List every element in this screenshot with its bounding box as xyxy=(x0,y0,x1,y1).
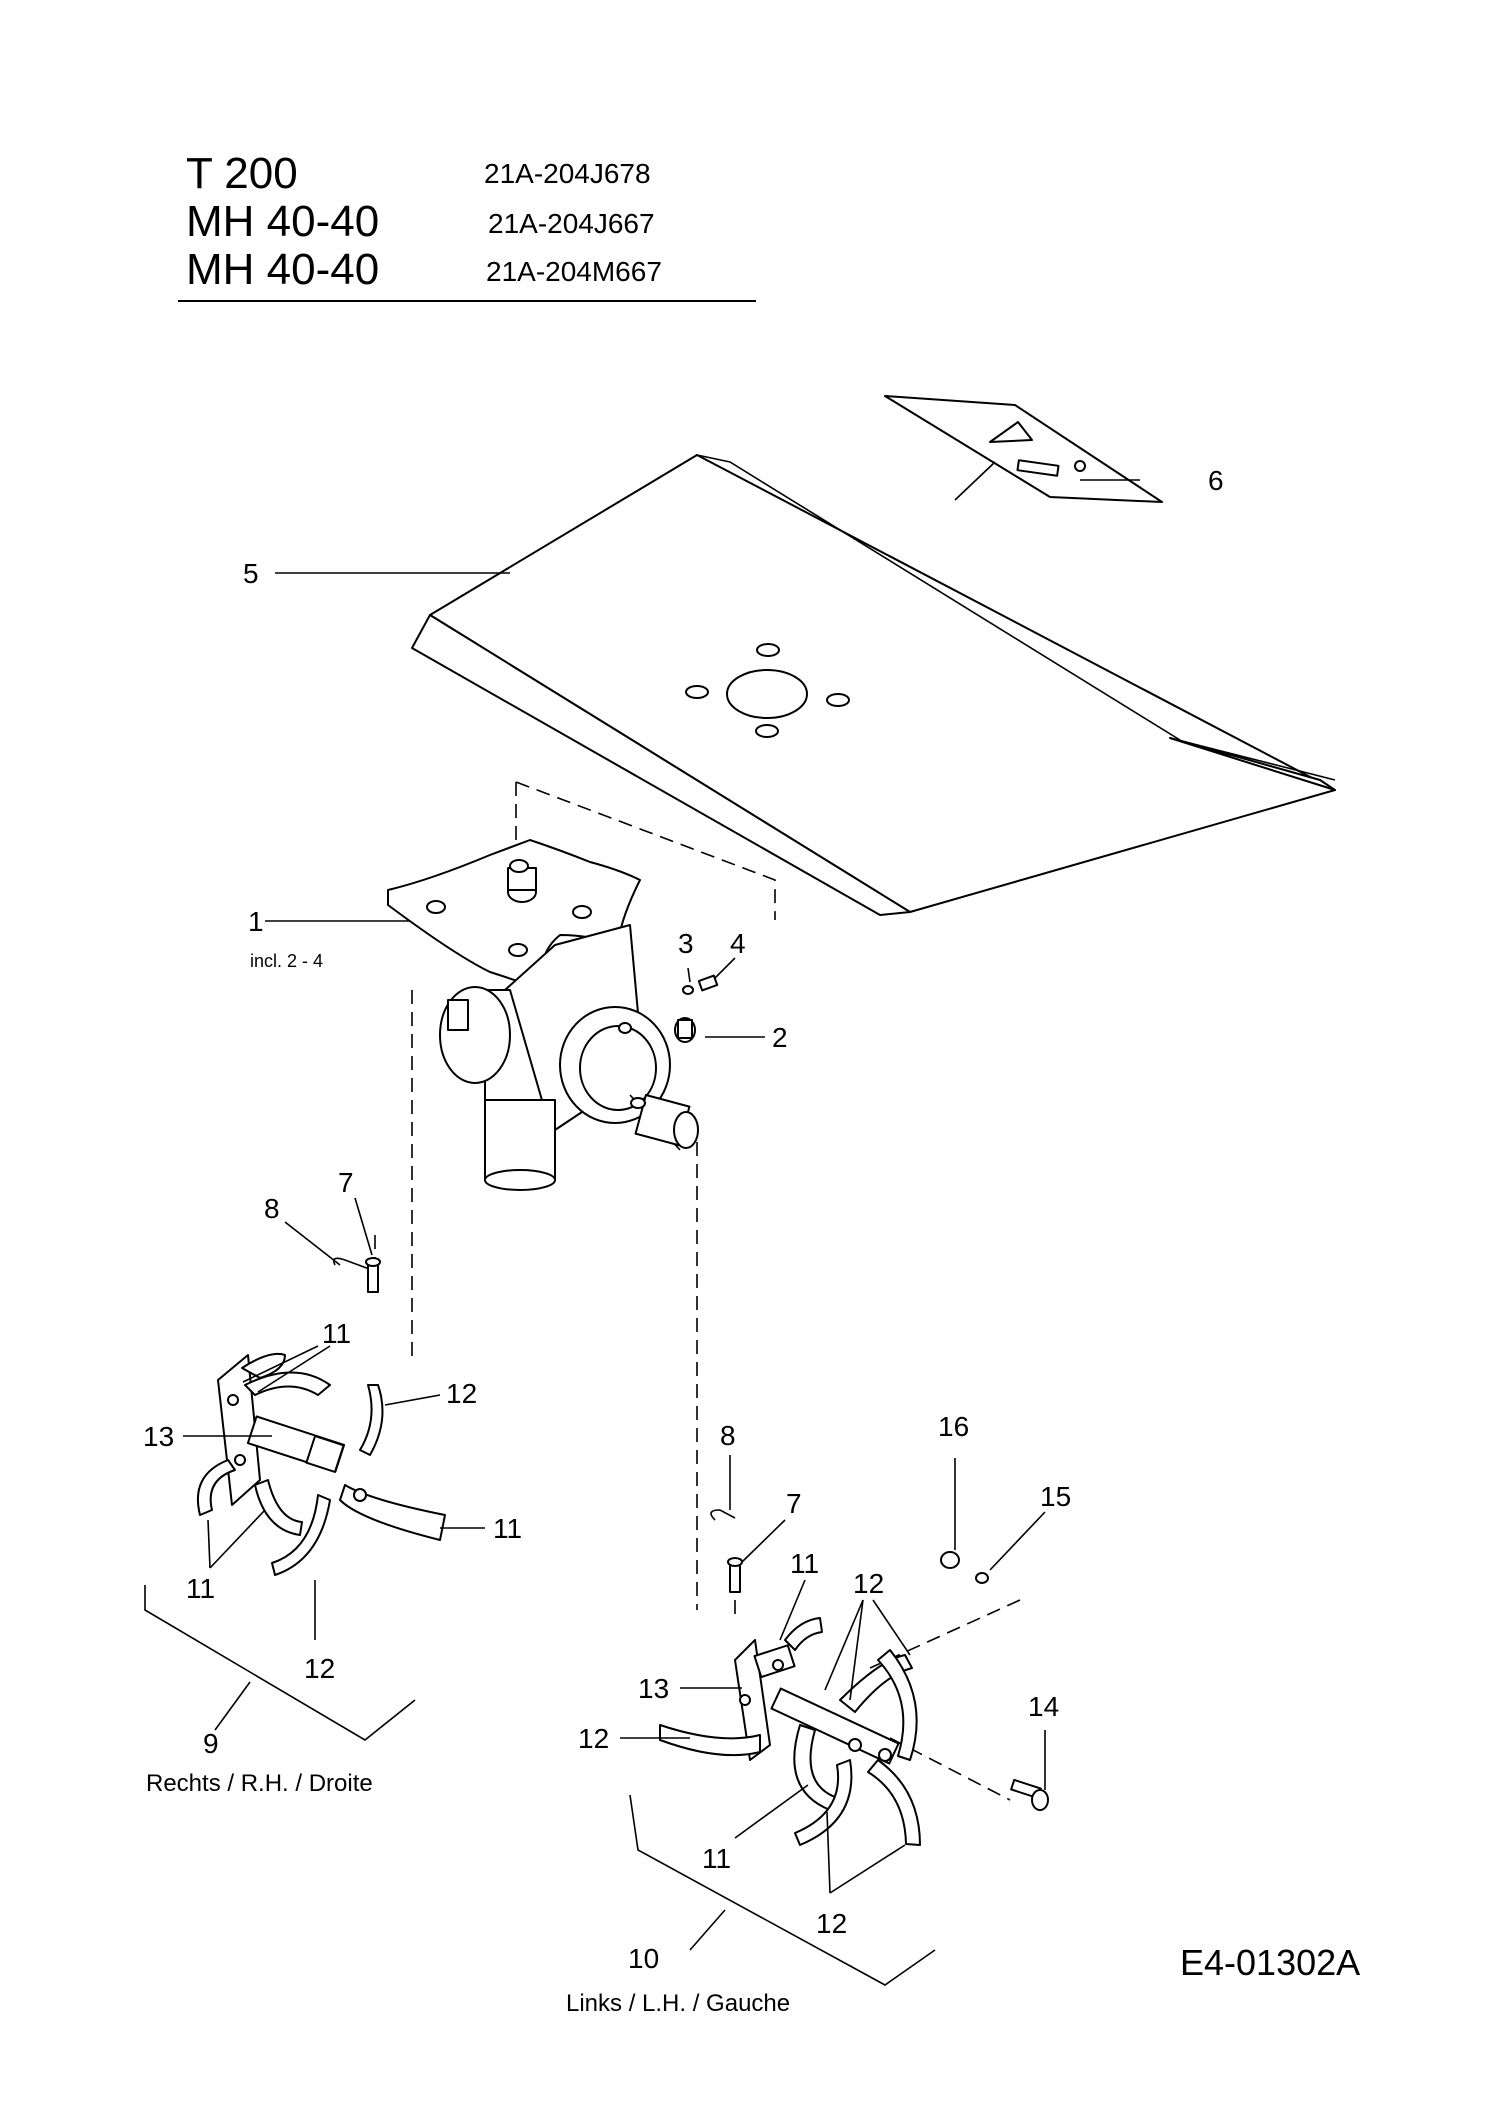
callout-labels: 1 incl. 2 - 4 2 3 4 5 6 7 8 11 12 13 11 … xyxy=(143,465,1224,1974)
callout-9: 9 xyxy=(203,1728,219,1759)
callout-12-d: 12 xyxy=(578,1723,609,1754)
model-name-1: T 200 xyxy=(186,149,298,198)
callout-7-right: 7 xyxy=(338,1167,354,1198)
washer-part-3 xyxy=(682,985,694,995)
callout-14: 14 xyxy=(1028,1691,1059,1722)
callout-12-e: 12 xyxy=(816,1908,847,1939)
callout-6: 6 xyxy=(1208,465,1224,496)
part-code-3: 21A-204M667 xyxy=(486,256,662,287)
callout-4: 4 xyxy=(730,928,746,959)
callout-11-a: 11 xyxy=(322,1318,351,1349)
pin-part-7-left xyxy=(727,1557,743,1593)
caption-right-hand: Rechts / R.H. / Droite xyxy=(146,1770,373,1797)
warning-label-part-6 xyxy=(884,395,1163,503)
callout-12-c: 12 xyxy=(853,1568,884,1599)
pin-part-7-right xyxy=(365,1257,381,1293)
callout-12-a: 12 xyxy=(446,1378,477,1409)
gearbox-part-1 xyxy=(387,839,699,1191)
assembly-bracket-10 xyxy=(629,1794,936,1986)
nut-part-16 xyxy=(940,1551,960,1569)
callout-16: 16 xyxy=(938,1411,969,1442)
callout-11-c: 11 xyxy=(186,1573,215,1604)
hairpin-clip-part-8-right xyxy=(332,1257,373,1271)
callout-2: 2 xyxy=(772,1022,788,1053)
model-name-3: MH 40-40 xyxy=(186,245,380,294)
caption-left-hand: Links / L.H. / Gauche xyxy=(566,1990,791,2017)
hairpin-clip-part-8-left xyxy=(710,1509,736,1521)
callout-8-right: 8 xyxy=(264,1193,280,1224)
header-divider xyxy=(178,300,756,302)
callout-5: 5 xyxy=(243,558,259,589)
tine-assembly-right-part-9 xyxy=(196,1352,446,1576)
part-code-1: 21A-204J678 xyxy=(484,158,651,189)
callout-11-d: 11 xyxy=(790,1548,819,1579)
washer-part-15 xyxy=(975,1572,989,1584)
callout-3: 3 xyxy=(678,928,694,959)
callout-7-left: 7 xyxy=(786,1488,802,1519)
callout-11-e: 11 xyxy=(702,1843,731,1874)
model-name-2: MH 40-40 xyxy=(186,197,380,246)
plug-part-2 xyxy=(674,1017,696,1043)
callout-1: 1 xyxy=(248,906,264,937)
shield-part-5 xyxy=(411,454,1336,916)
callout-8-left: 8 xyxy=(720,1420,736,1451)
leader-lines xyxy=(183,461,1140,1894)
tine-assembly-left-part-10 xyxy=(659,1617,921,1846)
callout-11-b: 11 xyxy=(493,1513,522,1544)
part-code-2: 21A-204J667 xyxy=(488,208,655,239)
screw-part-4 xyxy=(697,974,719,992)
callout-10: 10 xyxy=(628,1943,659,1974)
drawing-number: E4-01302A xyxy=(1180,1942,1361,1983)
assembly-bracket-9 xyxy=(144,1585,416,1741)
callout-15: 15 xyxy=(1040,1481,1071,1512)
callout-13-a: 13 xyxy=(143,1421,174,1452)
callout-12-b: 12 xyxy=(304,1653,335,1684)
callout-1-note: incl. 2 - 4 xyxy=(250,951,323,971)
bolt-part-14 xyxy=(1010,1778,1049,1811)
callout-13-b: 13 xyxy=(638,1673,669,1704)
